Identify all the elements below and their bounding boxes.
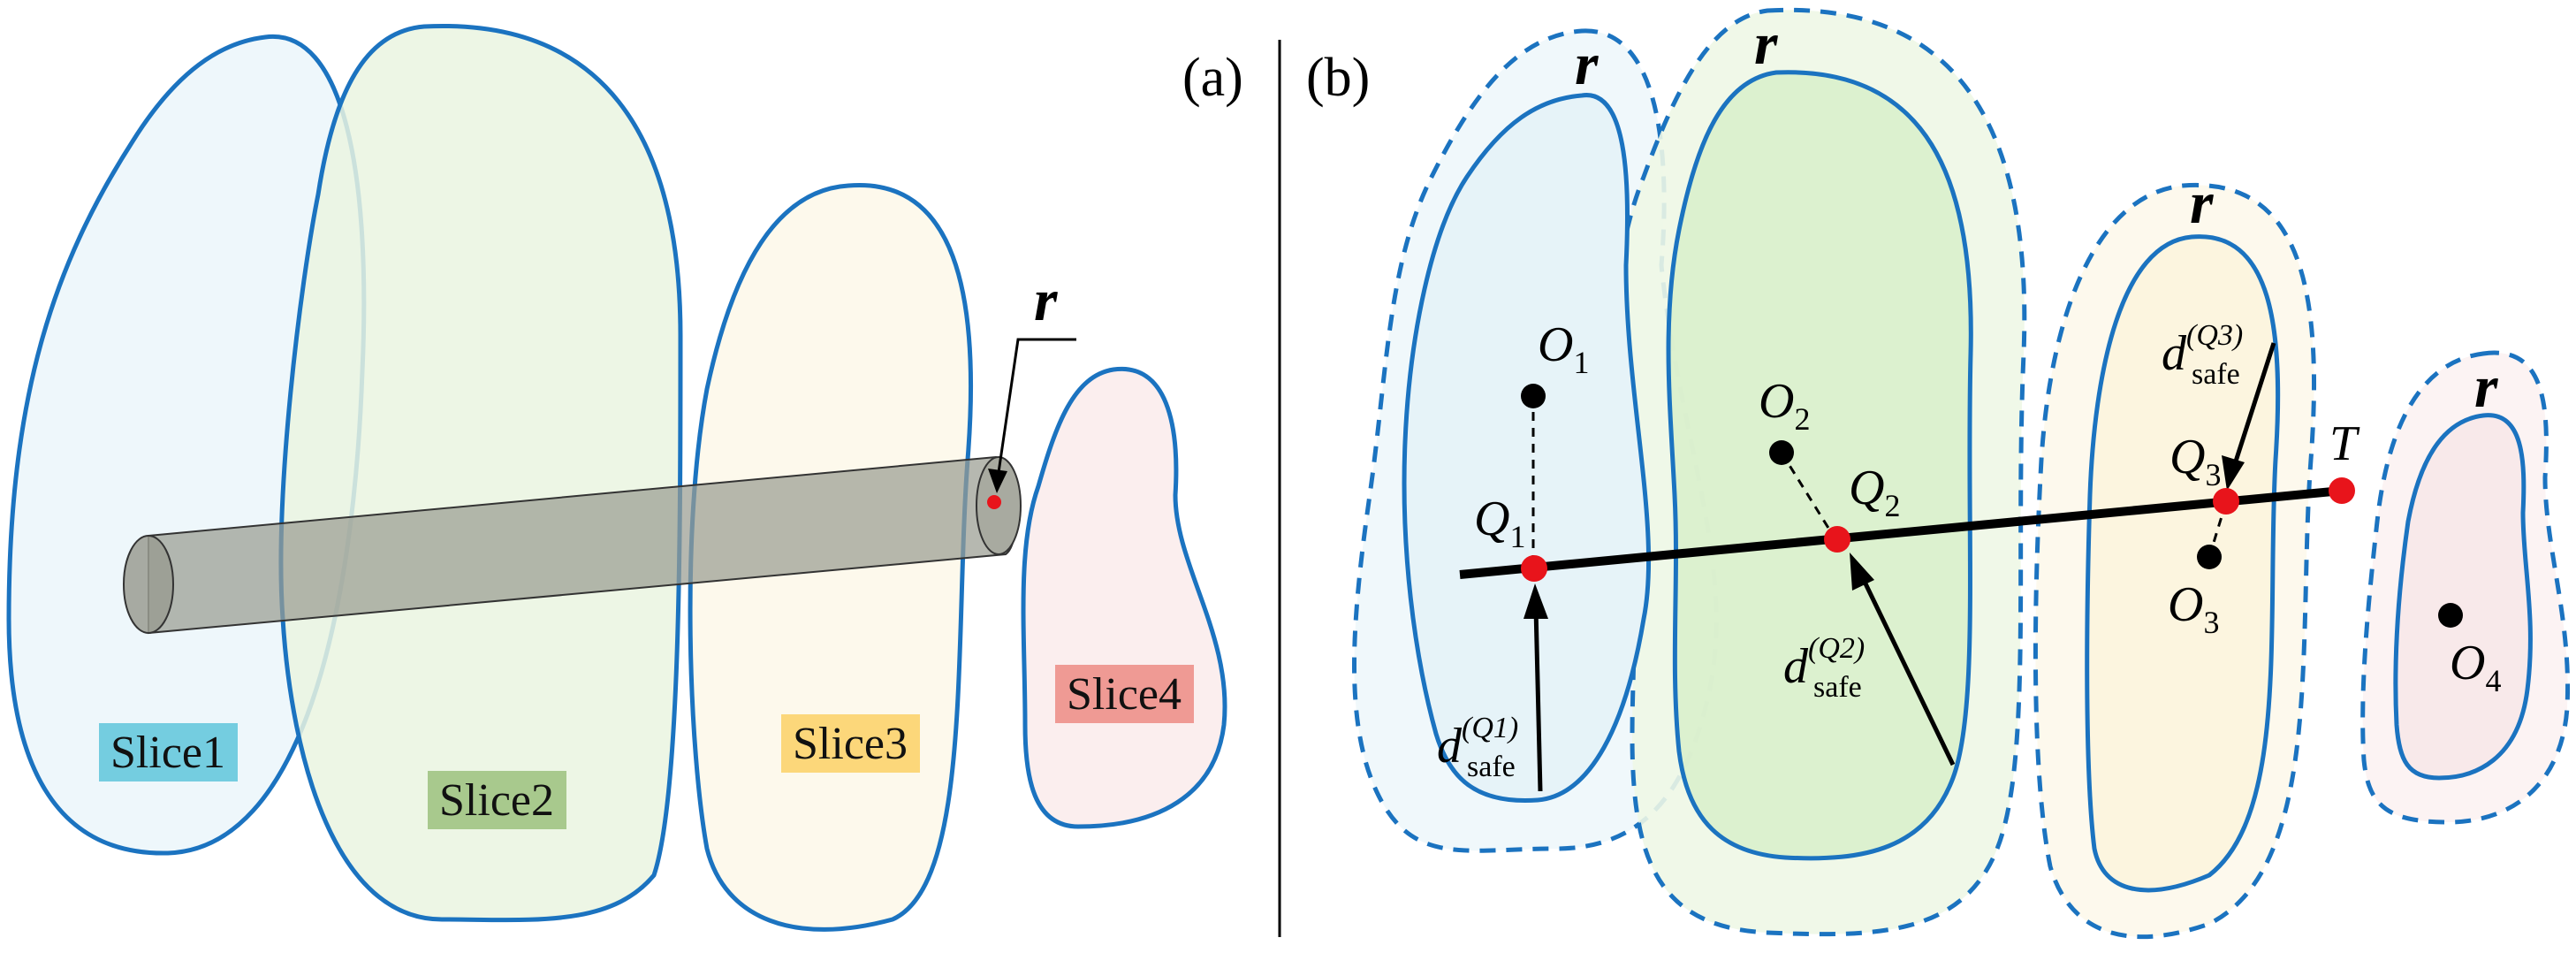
slice1-tag: Slice1 xyxy=(99,723,238,781)
label-q3: Q3 xyxy=(2169,430,2221,492)
point-q3 xyxy=(2213,488,2239,515)
o2-q2-connector xyxy=(1780,452,1837,540)
slice3-label: Slice3 xyxy=(793,719,908,769)
label-o3: O3 xyxy=(2168,577,2219,640)
region1-boundary xyxy=(1402,93,1652,804)
center-o1 xyxy=(1521,384,1546,408)
radius-leader-line xyxy=(995,338,1076,485)
slice4-region xyxy=(1021,366,1227,829)
panel-a: r Slice1 Slice2 Slice3 Slice4 (a) xyxy=(6,23,1243,932)
region3-boundary xyxy=(2085,234,2281,893)
panel-a-label: (a) xyxy=(1182,48,1243,108)
label-o1: O1 xyxy=(1538,317,1589,380)
label-o2: O2 xyxy=(1759,374,1810,437)
dsafe-q1-arrow xyxy=(1533,607,1543,792)
label-q1: Q1 xyxy=(1474,492,1525,554)
panel-b: (b) xyxy=(1306,7,2571,940)
cylinder xyxy=(123,455,1022,635)
point-q1 xyxy=(1521,555,1547,582)
label-target: T xyxy=(2329,416,2360,471)
center-o2 xyxy=(1769,440,1794,465)
dsafe-q2-arrowhead xyxy=(1850,553,1874,591)
radius-label-a: r xyxy=(1034,266,1058,333)
region2-boundary xyxy=(1666,70,1973,861)
slice2-tag: Slice2 xyxy=(428,771,566,829)
label-dsafe-q3: d(Q3)safe xyxy=(2162,319,2243,391)
needle-path xyxy=(1459,486,2343,579)
radius-label-b1: r xyxy=(1575,30,1599,97)
label-q2: Q2 xyxy=(1849,461,1900,523)
label-dsafe-q2: d(Q2)safe xyxy=(1783,632,1865,704)
dsafe-q3-arrowhead xyxy=(2222,455,2245,491)
slice3-tag: Slice3 xyxy=(781,714,920,773)
label-o4: O4 xyxy=(2450,636,2501,698)
region4-boundary xyxy=(2393,413,2533,781)
dsafe-q3-arrow xyxy=(2231,342,2276,468)
center-o3 xyxy=(2197,545,2222,569)
radius-label-b4: r xyxy=(2474,353,2498,420)
cylinder-end-point xyxy=(987,495,1001,509)
panel-b-label: (b) xyxy=(1306,48,1370,108)
point-q2 xyxy=(1824,526,1850,553)
slice4-tag: Slice4 xyxy=(1055,665,1194,723)
slice2-region xyxy=(278,23,683,923)
radius-label-b3: r xyxy=(2190,169,2214,236)
radius-arrowhead xyxy=(988,469,1007,493)
slice4-label: Slice4 xyxy=(1067,669,1182,720)
slice1-label: Slice1 xyxy=(110,728,225,778)
dsafe-q1-arrowhead xyxy=(1524,583,1548,619)
slice2-label: Slice2 xyxy=(439,775,554,826)
dsafe-q2-arrow xyxy=(1860,576,1956,766)
center-o4 xyxy=(2438,603,2463,628)
point-target xyxy=(2329,477,2355,504)
label-dsafe-q1: d(Q1)safe xyxy=(1437,712,1518,783)
radius-label-b2: r xyxy=(1754,10,1778,77)
